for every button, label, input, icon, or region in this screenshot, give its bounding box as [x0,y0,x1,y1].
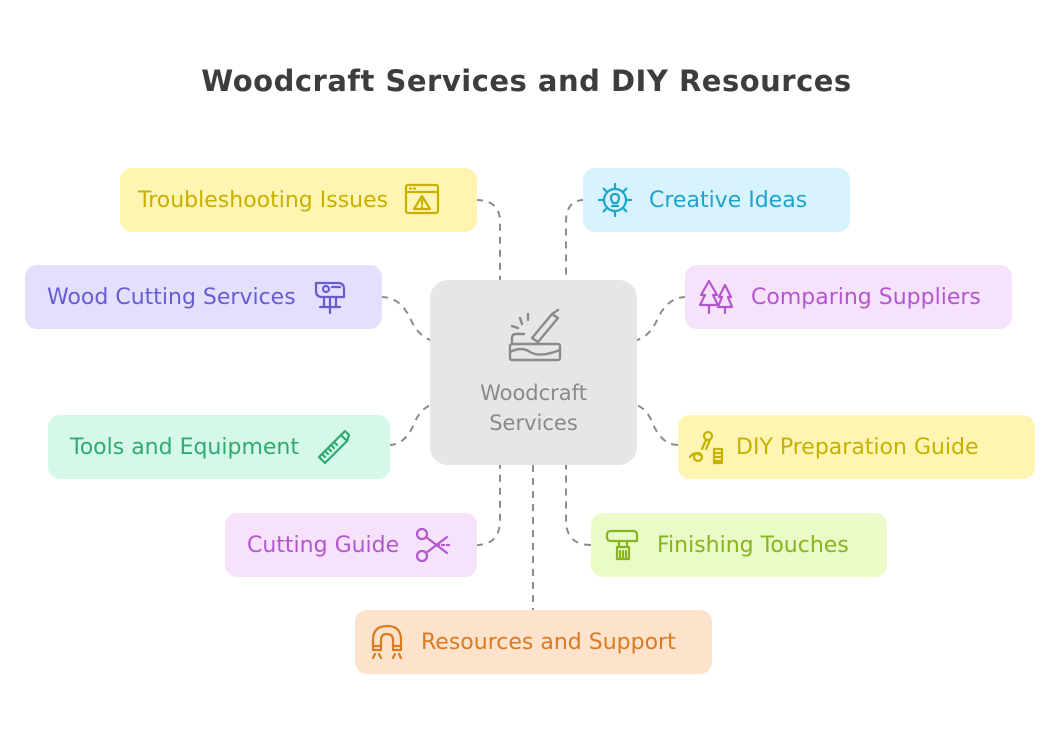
trees-icon [697,277,737,317]
brush-icon [603,525,643,565]
node-tools[interactable]: Tools and Equipment [48,415,390,479]
node-diy-prep[interactable]: DIY Preparation Guide [678,415,1035,479]
central-line-2: Services [489,411,578,435]
screws-icon [686,427,726,467]
connector-finishing [565,465,592,546]
node-tools-label: Tools and Equipment [70,434,299,460]
node-diy-prep-label: DIY Preparation Guide [736,434,979,460]
woodcarving-icon [502,304,566,372]
jigsaw-icon [310,277,350,317]
lightbulb-gear-icon [595,180,635,220]
node-suppliers[interactable]: Comparing Suppliers [685,265,1012,329]
connector-wood-cutting [380,296,439,342]
node-creative-label: Creative Ideas [649,187,808,213]
node-creative[interactable]: Creative Ideas [583,168,850,232]
central-line-1: Woodcraft [480,381,587,405]
scissors-icon [413,525,453,565]
node-wood-cutting-label: Wood Cutting Services [47,284,296,310]
connector-troubleshooting [475,199,501,280]
node-finishing[interactable]: Finishing Touches [591,513,887,577]
node-troubleshooting-label: Troubleshooting Issues [138,187,389,213]
saw-icon [313,427,353,467]
central-node-label: Woodcraft Services [480,378,587,438]
node-resources[interactable]: Resources and Support [355,610,712,674]
connector-cutting-guide [475,465,501,546]
central-node: Woodcraft Services [430,280,637,465]
node-resources-label: Resources and Support [421,629,676,655]
connector-diy-prep [629,403,679,446]
connector-creative [565,199,585,280]
node-finishing-label: Finishing Touches [657,532,849,558]
node-cutting-guide-label: Cutting Guide [247,532,400,558]
browser-warning-icon [402,180,442,220]
magnet-icon [367,622,407,662]
node-cutting-guide[interactable]: Cutting Guide [225,513,477,577]
node-troubleshooting[interactable]: Troubleshooting Issues [120,168,477,232]
node-wood-cutting[interactable]: Wood Cutting Services [25,265,382,329]
connector-suppliers [629,296,687,342]
diagram-title: Woodcraft Services and DIY Resources [201,64,852,98]
node-suppliers-label: Comparing Suppliers [751,284,981,310]
